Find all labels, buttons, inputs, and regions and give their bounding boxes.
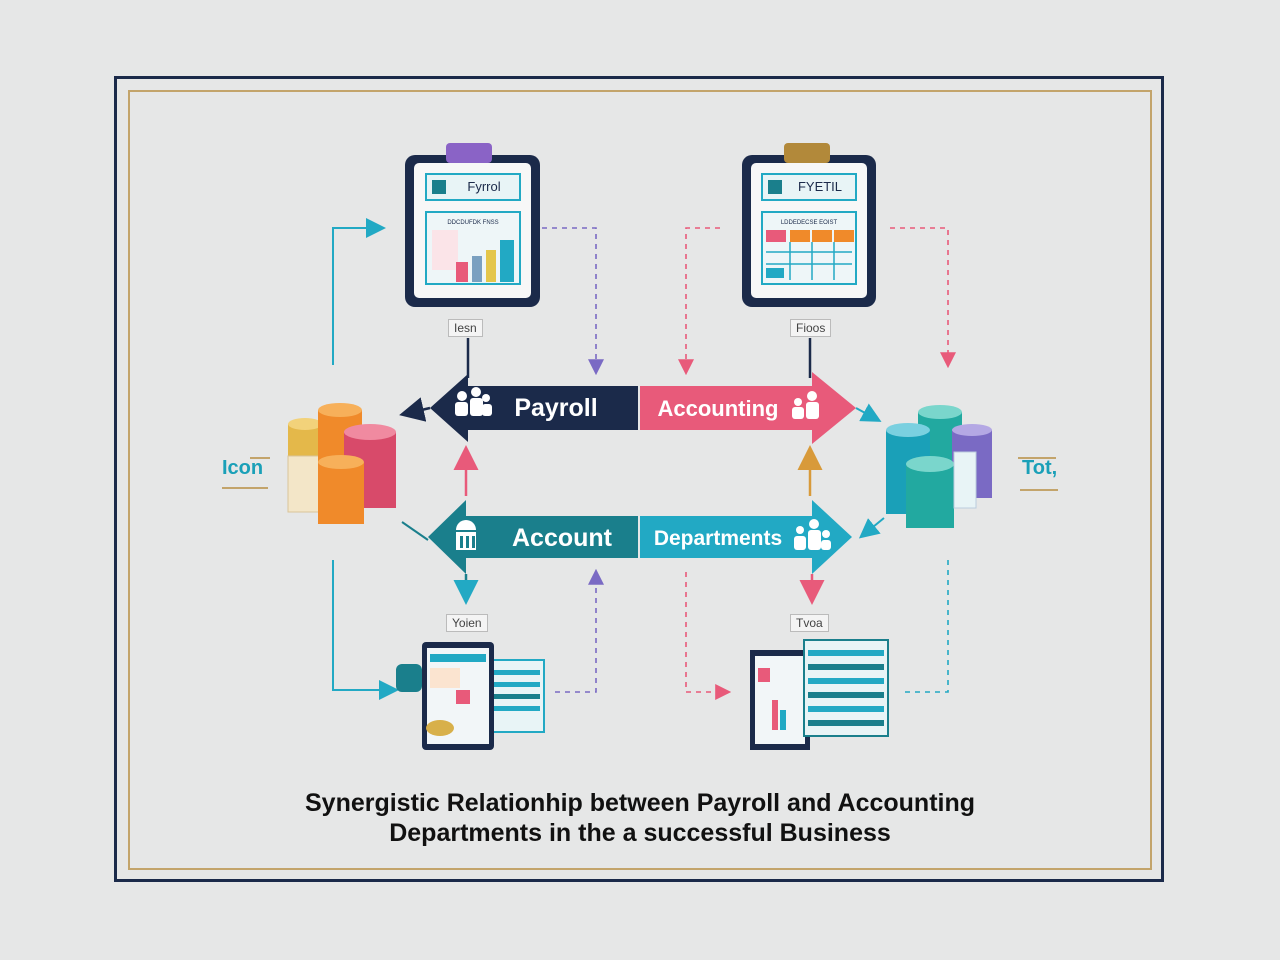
- payroll-clipboard: [405, 143, 540, 307]
- node-account-label: Account: [512, 524, 613, 552]
- accounting-card-title: FYETIL: [798, 179, 842, 194]
- node-departments[interactable]: [640, 500, 852, 574]
- title-line-1: Synergistic Relationhip between Payroll …: [304, 789, 976, 817]
- accounting-clipboard: [742, 143, 876, 307]
- building-icon: [456, 520, 476, 550]
- node-payroll-label: Payroll: [514, 394, 597, 422]
- diagram-title: Synergistic Relationhip between Payroll …: [140, 788, 1140, 848]
- people-icon: [794, 519, 831, 550]
- inner-frame: [128, 90, 1152, 870]
- documents-right: [750, 639, 889, 750]
- side-arrows: [222, 457, 1058, 491]
- people-icon: [455, 387, 492, 416]
- node-departments-label: Departments: [654, 527, 782, 550]
- coin-stack-left: [287, 403, 396, 524]
- tablet-documents-left: [396, 642, 545, 750]
- node-account[interactable]: [428, 500, 638, 574]
- outer-frame: [114, 76, 1164, 882]
- coin-stack-right: [886, 405, 992, 528]
- node-accounting[interactable]: [640, 372, 856, 444]
- side-label-right: Tot,: [1022, 457, 1058, 479]
- label-bottom-right: Tvoa: [790, 614, 829, 632]
- connectors: [332, 218, 956, 700]
- title-line-2: Departments in the a successful Business: [389, 819, 891, 847]
- people-icon: [792, 391, 819, 419]
- payroll-card-subtitle: DDCDUFDK FNSS: [447, 220, 498, 226]
- label-top-right: Fioos: [790, 319, 832, 337]
- accounting-card-subtitle: LDDEDECSE EOIST: [781, 220, 838, 226]
- label-bottom-left: Yoien: [446, 614, 488, 632]
- side-label-left: Icon: [222, 457, 264, 479]
- payroll-card-title: Fyrrol: [467, 179, 500, 194]
- label-top-left: Iesn: [448, 319, 483, 337]
- node-accounting-label: Accounting: [658, 396, 779, 421]
- node-payroll[interactable]: [430, 374, 638, 442]
